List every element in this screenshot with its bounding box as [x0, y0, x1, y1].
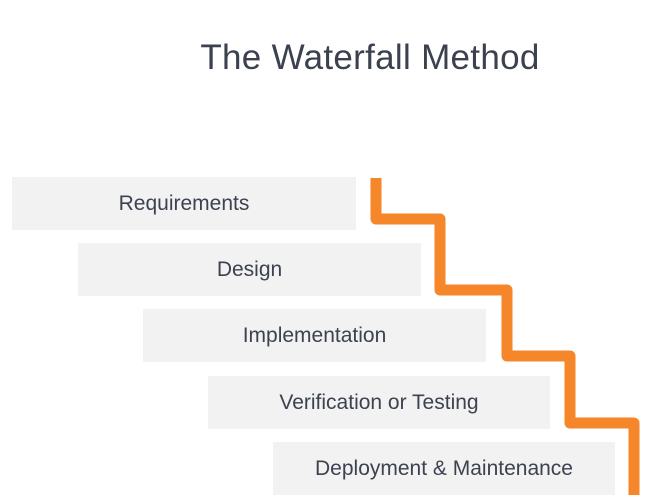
step-design: Design [78, 243, 421, 296]
waterfall-step-connector [370, 178, 640, 495]
step-verification: Verification or Testing [208, 376, 550, 429]
page-title: The Waterfall Method [200, 38, 540, 77]
step-deployment: Deployment & Maintenance [273, 442, 615, 495]
step-requirements: Requirements [12, 177, 356, 230]
step-implementation: Implementation [143, 309, 486, 362]
step-label: Verification or Testing [279, 390, 479, 414]
step-label: Design [216, 257, 283, 281]
step-label: Requirements [118, 191, 250, 215]
step-label: Deployment & Maintenance [315, 456, 573, 480]
step-label: Implementation [242, 323, 387, 347]
